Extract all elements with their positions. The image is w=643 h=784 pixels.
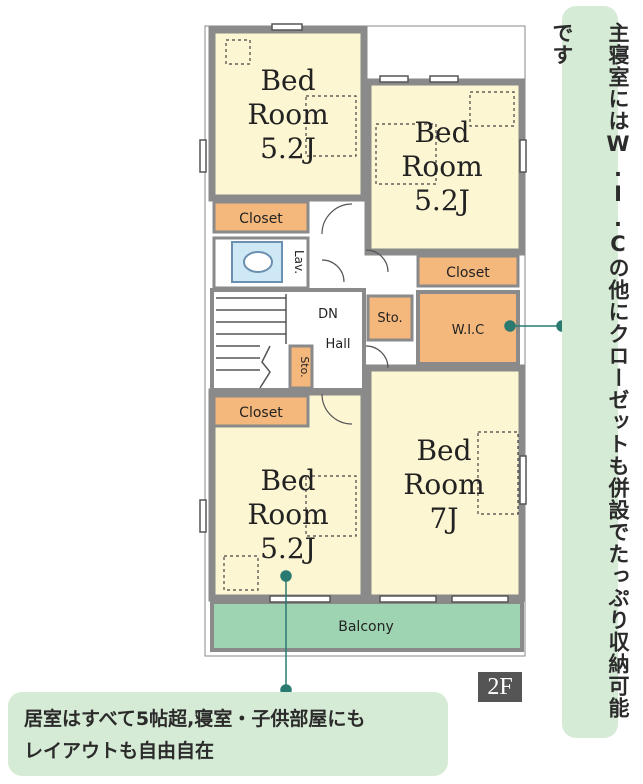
bed-bottom-right-size: 7J <box>429 502 458 535</box>
hall-label: Hall <box>326 337 351 352</box>
callout-horizontal: 居室はすべて5帖超,寝室・子供部屋にも レイアウトも自由自在 <box>8 692 448 776</box>
callout-horizontal-line1: 居室はすべて5帖超,寝室・子供部屋にも <box>24 708 366 730</box>
closet-2-label: Closet <box>446 265 490 281</box>
bed-top-left-size: 5.2J <box>260 132 316 165</box>
closet-2 <box>416 254 520 288</box>
bed-top-right-size: 5.2J <box>414 184 470 217</box>
storage-2 <box>288 344 314 390</box>
wic-label: W.I.C <box>452 323 485 338</box>
storage-1-label: Sto. <box>377 311 402 326</box>
bed-bottom-left-line2: Room <box>247 498 328 531</box>
wic <box>416 290 520 366</box>
callout-vertical: 主寝室にはW.I.Cの他にクローゼットも併設でたっぷり収納可能です <box>550 6 630 738</box>
bed-top-right-line1: Bed <box>414 116 469 149</box>
bed-top-right-line2: Room <box>401 150 482 183</box>
floor-label: 2F <box>478 672 522 702</box>
callout-horizontal-line2: レイアウトも自由自在 <box>24 740 215 762</box>
closet-3 <box>212 394 310 428</box>
toilet-bowl-icon <box>243 251 273 273</box>
stairs-dn-label: DN <box>318 307 338 322</box>
lavatory-label: Lav. <box>292 250 306 274</box>
bed-bottom-right-line2: Room <box>403 468 484 501</box>
balcony <box>210 600 524 652</box>
closet-1-label: Closet <box>239 211 283 227</box>
bed-top-left-line1: Bed <box>260 64 315 97</box>
bed-outlines <box>223 39 519 591</box>
bed-top-left-line2: Room <box>247 98 328 131</box>
callout-vertical-text: 主寝室にはW.I.Cの他にクローゼットも併設でたっぷり収納可能です <box>550 22 630 719</box>
bed-bottom-right-line1: Bed <box>416 434 471 467</box>
room-bed-bottom-right <box>364 364 526 602</box>
storage-1 <box>366 294 414 342</box>
door-swings <box>321 203 389 425</box>
balcony-label: Balcony <box>338 619 394 635</box>
bed-bottom-left-line1: Bed <box>260 464 315 497</box>
stairs-icon <box>216 294 287 389</box>
closet-1 <box>212 200 310 234</box>
window-marks <box>199 23 527 603</box>
storage-2-label: Sto. <box>298 356 311 377</box>
room-bed-top-left <box>208 26 368 202</box>
bed-bottom-left-size: 5.2J <box>260 532 316 565</box>
closet-3-label: Closet <box>239 405 283 421</box>
hall-area <box>210 288 366 392</box>
